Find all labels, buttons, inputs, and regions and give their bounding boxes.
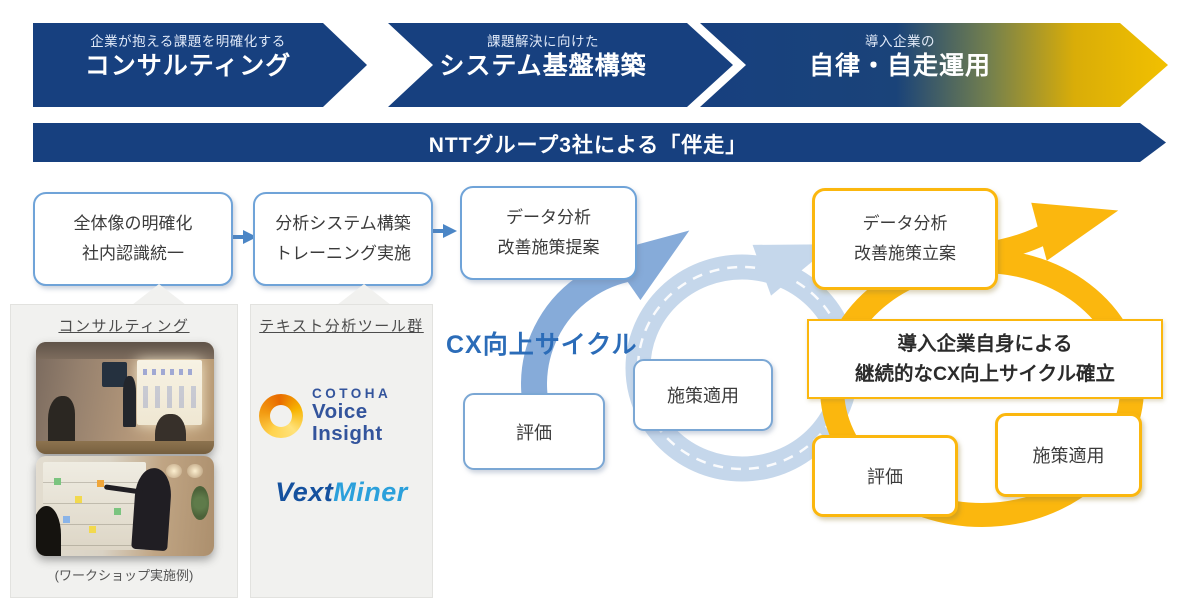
consulting-panel-pointer [132,284,186,305]
consulting-panel-caption: (ワークショップ実施例) [54,568,194,583]
consulting-panel-title: コンサルティング [58,318,190,335]
vextminer-logo: VextMiner [251,477,432,508]
yellow-cycle-apply-box: 施策適用 [995,413,1142,497]
yellow-exit-arrow [986,202,1119,262]
tools-panel-pointer [337,284,391,305]
cx-cycle-label: CX向上サイクル [446,331,638,359]
photo-floor [36,440,214,454]
workshop-photo-whiteboard [36,456,214,556]
phase-chevron-3 [700,23,1168,107]
phase-2: 課題解決に向けた システム基盤構築 [388,34,698,82]
blue-cycle-eval-label: 評価 [516,422,552,443]
step-line: 分析システム構築 [275,214,411,234]
photo-attendee-silhouette [48,395,76,448]
step-box-overview: 全体像の明確化 社内認識統一 [33,192,233,286]
photo-monitor [101,362,127,387]
cotoha-ring-icon [259,393,303,438]
blue-cycle-apply-label: 施策適用 [667,386,739,406]
phase-2-title: システム基盤構築 [439,51,647,80]
step-box-build: 分析システム構築 トレーニング実施 [253,192,433,286]
photo-presenter-silhouette [123,375,136,428]
phase-chevron-2 [388,23,733,107]
autonomy-headline-line2: 継続的なCX向上サイクル確立 [854,363,1116,385]
sticky-note [62,516,70,523]
photo-wall-light [187,464,204,478]
photo-ceiling [36,342,214,359]
yellow-cycle-eval-label: 評価 [867,467,903,487]
photo-wall-light [165,464,182,478]
cotoha-voice-insight-logo: COTOHA Voice Insight [259,386,432,445]
phase-3-subtitle: 導入企業の [865,34,935,49]
banner-label: NTTグループ3社による「伴走」 [428,134,748,157]
step-arrow-2 [430,224,457,238]
blue-cycle-eval-box: 評価 [463,393,605,470]
yellow-cycle-eval-box: 評価 [812,435,958,517]
phase-1-subtitle: 企業が抱える課題を明確化する [90,34,286,49]
autonomy-headline-line1: 導入企業自身による [897,332,1073,355]
phase-3-title: 自律・自走運用 [808,51,991,80]
tools-panel-title: テキスト分析ツール群 [259,318,424,335]
autonomy-headline-box: 導入企業自身による 継続的なCX向上サイクル確立 [807,319,1163,399]
workshop-photo-presentation [36,342,214,454]
step-line: データ分析 [862,214,948,234]
step-box-planning: データ分析 改善施策立案 [812,188,998,290]
blue-cycle-apply-box: 施策適用 [633,359,773,431]
banner-shape [33,123,1166,162]
phase-2-subtitle: 課題解決に向けた [487,34,599,49]
sticky-note [53,478,61,485]
step-line: 改善施策提案 [497,238,600,257]
sticky-note [75,496,83,503]
yellow-cycle-apply-label: 施策適用 [1032,446,1105,466]
photo-person-silhouette [36,506,61,556]
consulting-panel: コンサルティング (ワークショップ実施例) [10,304,238,598]
vextminer-logo-part2: Miner [333,477,408,507]
sticky-note [96,480,104,487]
step-box-analysis: データ分析 改善施策提案 [460,186,637,280]
tools-panel: テキスト分析ツール群 COTOHA Voice Insight VextMine… [250,304,433,598]
step-line: データ分析 [506,208,591,228]
cotoha-logo-text: COTOHA Voice Insight [312,386,432,445]
step-line: 全体像の明確化 [73,214,193,234]
cotoha-brand: COTOHA [312,386,392,401]
phase-1: 企業が抱える課題を明確化する コンサルティング [33,34,343,82]
vextminer-logo-part1: Vext [275,477,334,507]
cotoha-product: Voice Insight [312,400,383,445]
sticky-note [89,526,97,533]
phase-chevron-1 [33,23,367,107]
photo-plant [190,486,209,520]
step-line: 社内認識統一 [82,244,184,263]
phase-1-title: コンサルティング [84,51,292,80]
step-line: トレーニング実施 [275,244,411,263]
phase-3: 導入企業の 自律・自走運用 [720,34,1080,82]
sticky-note [114,508,122,515]
step-line: 改善施策立案 [854,244,956,263]
